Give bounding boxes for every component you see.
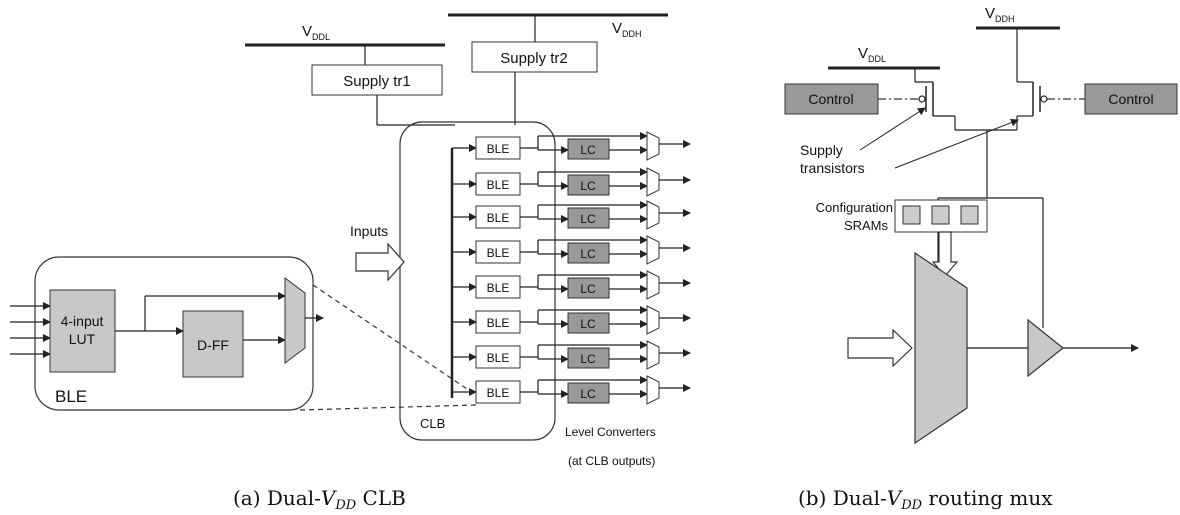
output-mux-6 (646, 305, 660, 335)
ble-detail-box (34, 256, 314, 411)
ble-label-2: BLE (487, 178, 510, 192)
lc-box-7 (567, 347, 610, 369)
mux-input-arrow (847, 328, 913, 368)
lc-box-3 (567, 207, 610, 229)
supply-tr1-box (311, 64, 443, 96)
lc-box-1 (567, 138, 610, 160)
lc-label-3: LC (580, 212, 596, 226)
clb-box (399, 121, 556, 441)
ble-label-7: BLE (487, 351, 510, 365)
config-label-2: SRAMs (844, 218, 889, 233)
ble-rows: BLE LC BLE LC BLE LC BLE LC BLE LC BLE LC BLE LC BLE LC (452, 131, 691, 405)
output-mux-2 (646, 167, 660, 197)
sram-cell-2 (931, 205, 950, 225)
lc-box-4 (567, 242, 610, 264)
ble-detail-label: BLE (55, 387, 87, 406)
lc-label-6: LC (580, 317, 596, 331)
lc-box-2 (567, 174, 610, 196)
supply-transistors-label-1: Supply (800, 142, 843, 158)
lc-box-8 (567, 382, 610, 404)
vddl-label: VDDL (302, 23, 330, 42)
dff-label: D-FF (197, 337, 229, 353)
vddh-label: VDDH (612, 20, 642, 39)
control-left-label: Control (808, 91, 853, 107)
ble-label-6: BLE (487, 316, 510, 330)
caption-a: (a) Dual-VDD CLB (233, 486, 406, 513)
clb-diagram: VDDL Supply tr1 VDDH Supply tr2 CLB Inpu… (10, 13, 691, 513)
control-right-label: Control (1108, 91, 1153, 107)
supply-transistors-label-2: transistors (800, 160, 865, 176)
lc-label-7: LC (580, 352, 596, 366)
routing-mux-diagram: VDDH VDDL Control Control Supply transi (784, 5, 1178, 513)
output-mux-8 (646, 375, 660, 405)
dff-box (182, 310, 244, 378)
lut-box (49, 289, 116, 373)
lc-label-8: LC (580, 387, 596, 401)
lc-label-5: LC (580, 282, 596, 296)
ble-label-3: BLE (487, 211, 510, 225)
output-mux-7 (646, 340, 660, 370)
lc-label-1: LC (580, 143, 596, 157)
sram-to-mux-arrow (931, 231, 959, 277)
output-mux-4 (646, 235, 660, 265)
ble-label-4: BLE (487, 246, 510, 260)
inputs-label: Inputs (350, 223, 388, 239)
ble-mux (284, 277, 306, 364)
output-buffer (1027, 318, 1064, 378)
supply-tr1-label: Supply tr1 (343, 73, 411, 90)
supply-tr2-box (471, 41, 598, 73)
inputs-arrow (355, 242, 405, 282)
lc-label-2: LC (580, 179, 596, 193)
lut-label-1: 4-input (61, 313, 104, 329)
config-label-1: Configuration (816, 200, 893, 215)
lc-box-6 (567, 312, 610, 334)
ble-label-5: BLE (487, 281, 510, 295)
control-left-box (784, 83, 879, 115)
clb-label: CLB (420, 416, 445, 431)
supply-tr2-label: Supply tr2 (500, 50, 568, 67)
sram-cell-1 (902, 205, 921, 225)
output-mux-1 (646, 131, 660, 161)
level-converters-sublabel: (at CLB outputs) (568, 454, 655, 468)
ble-label-1: BLE (487, 142, 510, 156)
output-mux-3 (646, 200, 660, 230)
sram-cell-3 (960, 205, 979, 225)
ble-label-8: BLE (487, 386, 510, 400)
output-mux-5 (646, 270, 660, 300)
vddl-label-b: VDDL (858, 45, 886, 64)
lc-label-4: LC (580, 247, 596, 261)
vddh-label-b: VDDH (985, 5, 1015, 24)
routing-mux (914, 251, 968, 445)
level-converters-label: Level Converters (565, 425, 656, 439)
lut-label-2: LUT (69, 331, 96, 347)
caption-b: (b) Dual-VDD routing mux (798, 486, 1053, 513)
control-right-box (1084, 83, 1178, 115)
lc-box-5 (567, 277, 610, 299)
